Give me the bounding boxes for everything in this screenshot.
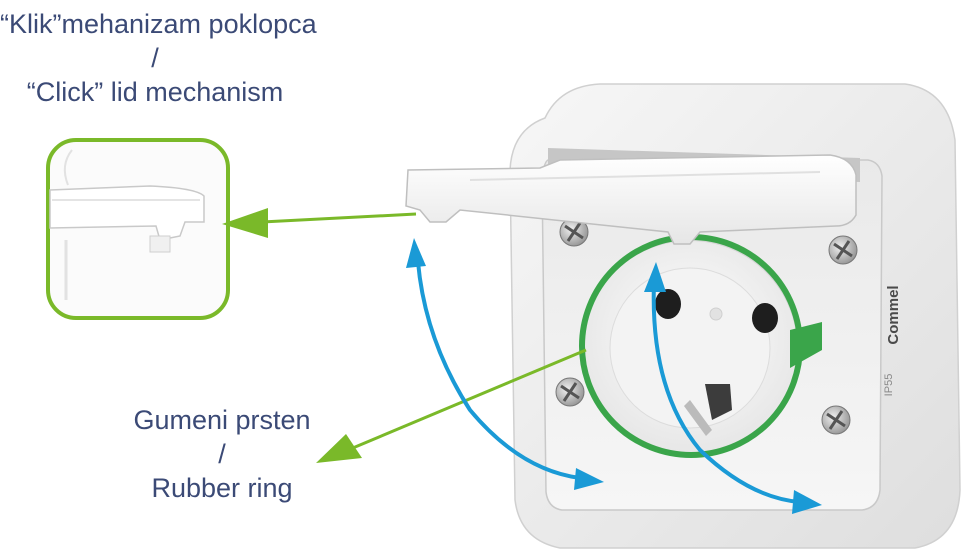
- rubber-ring-annotation: Gumeni prsten / Rubber ring: [120, 404, 324, 505]
- arrow-left-icon: [222, 208, 417, 238]
- rubber-ring-title-hr: Gumeni prsten: [133, 405, 311, 435]
- brand-logo: Commel: [885, 285, 902, 344]
- double-arrow-curved-icon: [406, 238, 604, 490]
- socket-face: [581, 239, 799, 457]
- click-lid-title-hr: “Klik”mehanizam poklopca: [0, 9, 317, 39]
- click-lid-annotation: “Klik”mehanizam poklopca / “Click” lid m…: [0, 8, 317, 109]
- screw-icon: [555, 377, 585, 407]
- click-lid-separator: /: [151, 42, 159, 73]
- ip-rating: IP55: [883, 374, 895, 397]
- socket-center-slot: [705, 384, 732, 420]
- double-arrow-curved-icon: [644, 262, 822, 514]
- socket-pin-hole-left: [655, 289, 681, 319]
- screw-icon: [821, 405, 851, 435]
- rubber-ring-title-en: Rubber ring: [151, 472, 293, 503]
- rubber-ring-separator: /: [218, 438, 226, 469]
- screw-icon: [828, 235, 858, 265]
- ip-rating-label: IP55: [883, 374, 895, 397]
- brand-marking: Commel: [885, 285, 902, 344]
- click-lid-title-en: “Click” lid mechanism: [26, 76, 284, 107]
- socket-pin-hole-right: [752, 303, 778, 333]
- socket-lid: [405, 154, 857, 245]
- screw-icon: [559, 217, 589, 247]
- arrow-down-left-icon: [316, 348, 587, 463]
- lid-detail-inset: [46, 138, 230, 320]
